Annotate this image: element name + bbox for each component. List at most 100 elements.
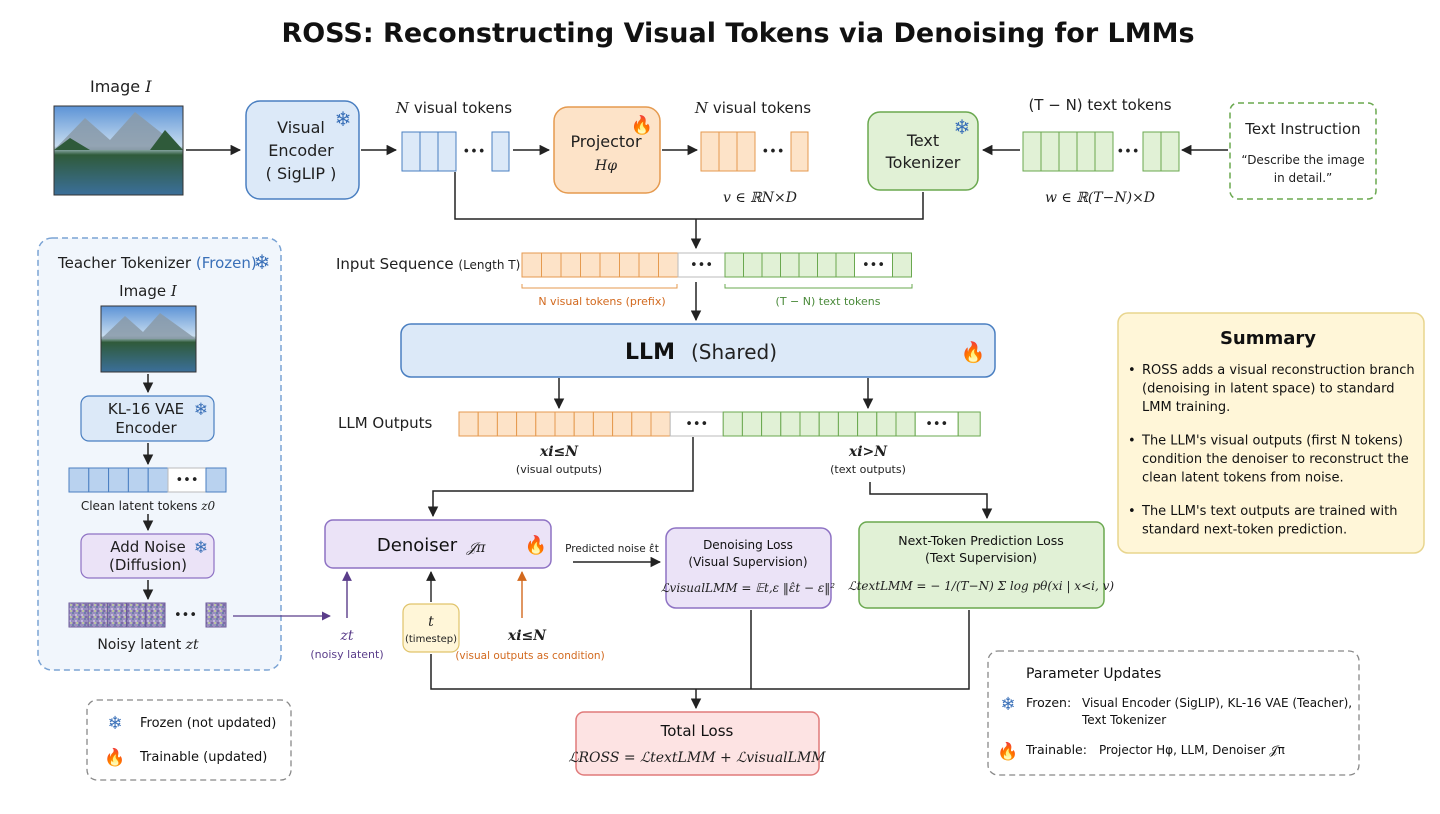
token-cell [68,467,90,493]
summary-bullet-line: condition the denoiser to reconstruct th… [1142,452,1409,467]
snowflake-icon: ❄ [1000,694,1015,715]
token-cell [419,131,439,172]
vae-encoder-box [80,395,215,442]
params-trainable-items: Projector Hφ, LLM, Denoiser 𝒥π [1099,743,1285,757]
text-part-caption: (T − N) text tokens [776,295,881,308]
token-cell [761,411,782,437]
snowflake-icon: ❄ [954,115,971,139]
text-instruction-line1: “Describe the image [1241,153,1364,167]
denoising-loss-subtitle: (Visual Supervision) [688,555,807,569]
summary-bullet-line: The LLM's visual outputs (first N tokens… [1141,434,1403,449]
page-title: ROSS: Reconstructing Visual Tokens via D… [281,18,1194,49]
snowflake-icon: ❄ [254,250,271,274]
fire-icon: 🔥 [631,114,653,136]
params-title: Parameter Updates [1026,666,1161,682]
visual-encoder-line1: Visual [277,118,325,137]
denoising-loss-formula: ℒvisualLMM = 𝔼t,ε ‖ε̂t − ε‖² [661,581,835,595]
visual-encoder-line3: ( SigLIP ) [266,164,337,183]
token-cell [780,411,801,437]
token-cell [835,252,855,278]
ellipsis-token: ••• [174,608,197,623]
projector-box [553,106,661,194]
summary-bullet-line: The LLM's text outputs are trained with [1141,504,1397,519]
fire-icon: 🔥 [997,741,1018,762]
visual-prefix-caption: N visual tokens (prefix) [538,295,665,308]
token-cell [761,252,781,278]
image-label: Image I [90,77,152,96]
llm-box [400,323,996,378]
ellipsis-token: ••• [462,145,485,160]
snowflake-icon: ❄ [194,538,208,558]
fire-icon: 🔥 [961,340,986,364]
token-cell [724,252,744,278]
denoiser-box [324,519,552,569]
ntp-loss-box [858,521,1105,609]
token-cell [736,131,756,172]
params-frozen-line1: Visual Encoder (SigLIP), KL-16 VAE (Teac… [1082,696,1352,710]
legend-trainable: Trainable (updated) [139,750,267,765]
llm-shared-label: (Shared) [691,340,777,364]
token-cell [799,411,820,437]
text-token-row: ••• [1022,131,1180,172]
add-noise-line2: (Diffusion) [109,556,187,574]
visual-encoder-line2: Encoder [268,141,334,160]
vae-line1: KL-16 VAE [108,400,184,418]
noisy-latent-label: Noisy latent zt [97,637,199,653]
params-frozen-line2: Text Tokenizer [1081,713,1166,727]
summary-bullets: •ROSS adds a visual reconstruction branc… [1128,363,1415,538]
total-loss-formula: ℒROSS = ℒtextLMM + ℒvisualLMM [568,750,826,766]
add-noise-line1: Add Noise [110,538,185,556]
token-cell [580,252,601,278]
x-cond-caption: (visual outputs as condition) [455,650,604,662]
denoiser-symbol: 𝒥π [466,540,487,556]
token-cell [205,602,227,628]
summary-bullet-line: ROSS adds a visual reconstruction branch [1142,363,1415,378]
token-cell [145,602,166,628]
ellipsis-token: ••• [690,258,713,273]
token-cell [437,131,457,172]
llm-label: LLM [625,340,675,365]
text-instruction-title: Text Instruction [1244,120,1360,138]
ellipsis-token: ••• [761,145,784,160]
ellipsis-token: ••• [1116,145,1139,160]
token-cell [535,411,556,437]
token-cell [87,602,108,628]
token-cell [722,411,743,437]
encoder-token-row: ••• [401,131,510,172]
token-cell [88,467,110,493]
summary-bullet-line: (denoising in latent space) to standard [1142,382,1394,397]
token-cell [521,252,542,278]
token-cell [205,467,227,493]
ntp-loss-title: Next-Token Prediction Loss [898,533,1064,548]
projected-token-row: ••• [700,131,809,172]
token-cell [554,411,575,437]
token-cell [541,252,562,278]
ellipsis-token: ••• [175,473,198,488]
token-cell [108,467,129,493]
token-cell [458,411,479,437]
token-cell [798,252,818,278]
ellipsis-token: ••• [925,417,948,432]
vae-line2: Encoder [115,419,177,437]
token-cell [817,252,837,278]
predicted-noise-label: Predicted noise ε̂t [565,543,659,555]
clean-latent-label: Clean latent tokens z0 [81,499,216,513]
token-cell [516,411,537,437]
text-tokenizer-line2: Tokenizer [885,153,961,172]
token-cell [743,252,763,278]
token-cell [106,602,128,628]
token-cell [147,467,169,493]
summary-bullet-line: LMM training. [1142,400,1230,415]
visual-encoder-box [245,100,360,200]
text-tokenizer-box [867,111,979,191]
summary-bullet-line: standard next-token prediction. [1142,523,1347,538]
token-cell [741,411,763,437]
text-instruction-box [1229,102,1377,200]
denoising-loss-title: Denoising Loss [703,538,793,552]
token-cell [612,411,633,437]
w-equation: w ∈ ℝ(T−N)×D [1045,190,1155,206]
text-tokenizer-line1: Text [906,131,939,150]
teacher-image-label: Image I [119,282,178,300]
fire-icon: 🔥 [525,534,547,556]
